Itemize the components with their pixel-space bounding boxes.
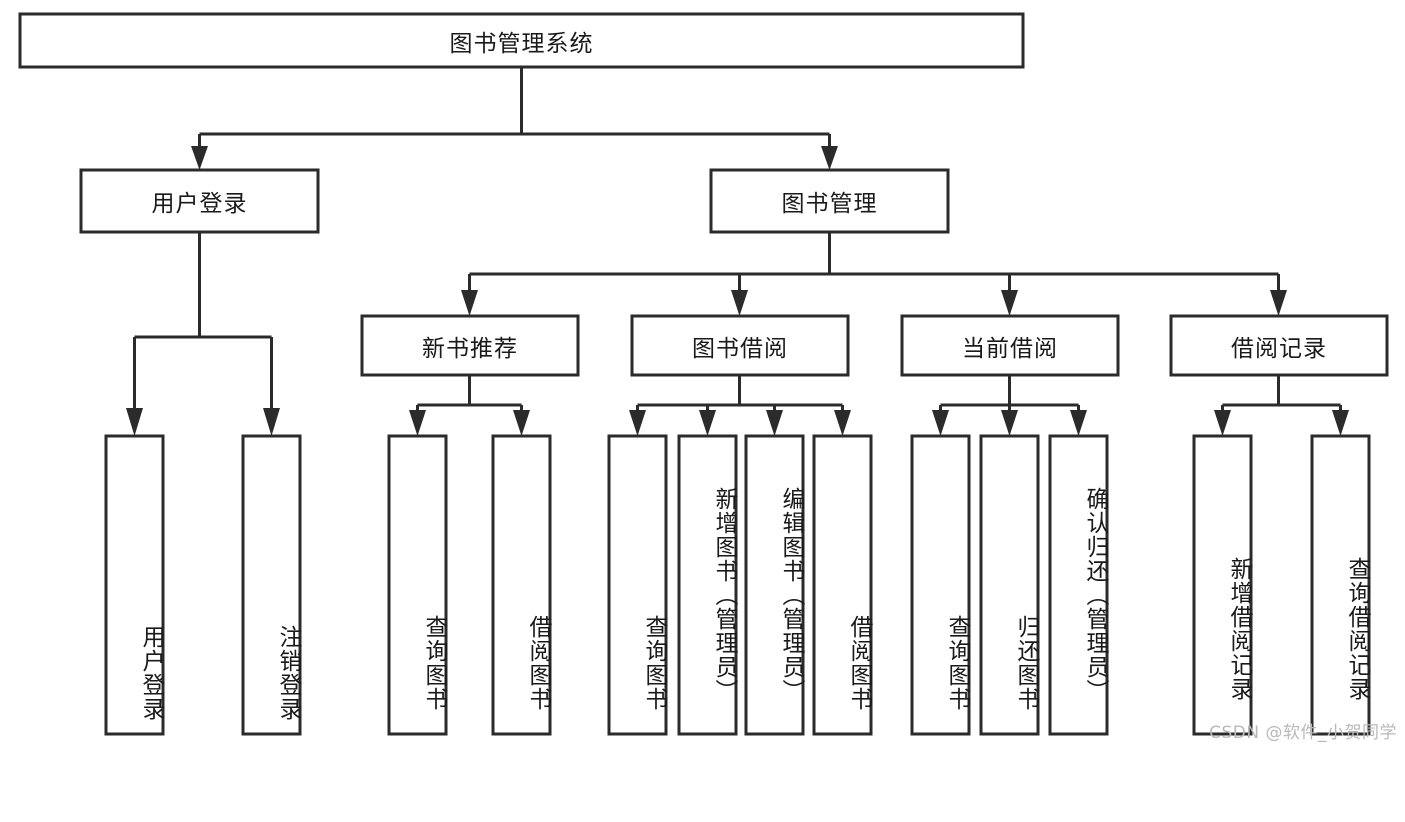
node-leaf-box-current-borrow-1[interactable] bbox=[979, 434, 1040, 736]
node-leaf-box-borrow-record-0[interactable] bbox=[1192, 434, 1253, 736]
arrow-head-bookborrow-leaf-3 bbox=[766, 410, 783, 436]
arrow-head-newbook-leaf-2 bbox=[513, 410, 530, 436]
node-leaf-box-current-borrow-2[interactable] bbox=[1048, 434, 1109, 736]
arrow-head-bookborrow-leaf-1 bbox=[629, 410, 646, 436]
connector-layer bbox=[126, 67, 1349, 436]
node-leaf-box-new-book-1[interactable] bbox=[491, 434, 552, 736]
diagram-canvas: 图书管理系统 用户登录 图书管理 新书推荐 图书借阅 当前借阅 借阅记录 用户登… bbox=[18, 12, 1397, 743]
node-leaf-box-borrow-record-1[interactable] bbox=[1310, 434, 1371, 736]
watermark-text: CSDN @软件_小贺同学 bbox=[1209, 723, 1397, 743]
arrow-head-to-borrow-record bbox=[1270, 290, 1287, 316]
arrow-head-userlogin-leaf-1 bbox=[126, 408, 143, 436]
node-level3-current-borrow-box[interactable] bbox=[900, 314, 1120, 377]
arrow-head-to-book-borrow bbox=[731, 290, 748, 316]
node-level3-borrow-record-box[interactable] bbox=[1169, 314, 1389, 377]
arrow-head-to-new-book bbox=[461, 290, 478, 316]
arrow-head-to-book-manage bbox=[821, 146, 838, 170]
arrow-head-to-user-login bbox=[191, 146, 208, 170]
node-level2-book-manage-box[interactable] bbox=[709, 168, 950, 234]
arrow-head-currentborrow-leaf-2 bbox=[1001, 410, 1018, 436]
arrow-head-newbook-leaf-1 bbox=[409, 410, 426, 436]
arrow-head-borrowrecord-leaf-2 bbox=[1332, 410, 1349, 436]
node-root-box[interactable] bbox=[18, 12, 1025, 69]
node-leaf-box-current-borrow-0[interactable] bbox=[910, 434, 971, 736]
arrow-head-bookborrow-leaf-4 bbox=[834, 410, 851, 436]
arrow-head-bookborrow-leaf-2 bbox=[699, 410, 716, 436]
diagram-svg bbox=[18, 12, 1389, 736]
node-leaf-box-book-borrow-0[interactable] bbox=[607, 434, 668, 736]
node-leaf-box-book-borrow-2[interactable] bbox=[744, 434, 805, 736]
arrow-head-borrowrecord-leaf-1 bbox=[1214, 410, 1231, 436]
node-leaf-box-new-book-0[interactable] bbox=[387, 434, 448, 736]
node-leaf-box-user-login-1[interactable] bbox=[241, 434, 302, 736]
arrow-head-to-current-borrow bbox=[1001, 290, 1018, 316]
node-leaf-box-user-login-0[interactable] bbox=[104, 434, 165, 736]
node-level3-new-book-box[interactable] bbox=[360, 314, 580, 377]
arrow-head-currentborrow-leaf-1 bbox=[932, 410, 949, 436]
node-leaf-box-book-borrow-3[interactable] bbox=[812, 434, 873, 736]
node-level3-book-borrow-box[interactable] bbox=[630, 314, 850, 377]
node-level2-user-login-box[interactable] bbox=[79, 168, 320, 234]
arrow-head-userlogin-leaf-2 bbox=[263, 408, 280, 436]
arrow-head-currentborrow-leaf-3 bbox=[1070, 410, 1087, 436]
node-box-layer bbox=[18, 12, 1389, 736]
node-leaf-box-book-borrow-1[interactable] bbox=[677, 434, 738, 736]
